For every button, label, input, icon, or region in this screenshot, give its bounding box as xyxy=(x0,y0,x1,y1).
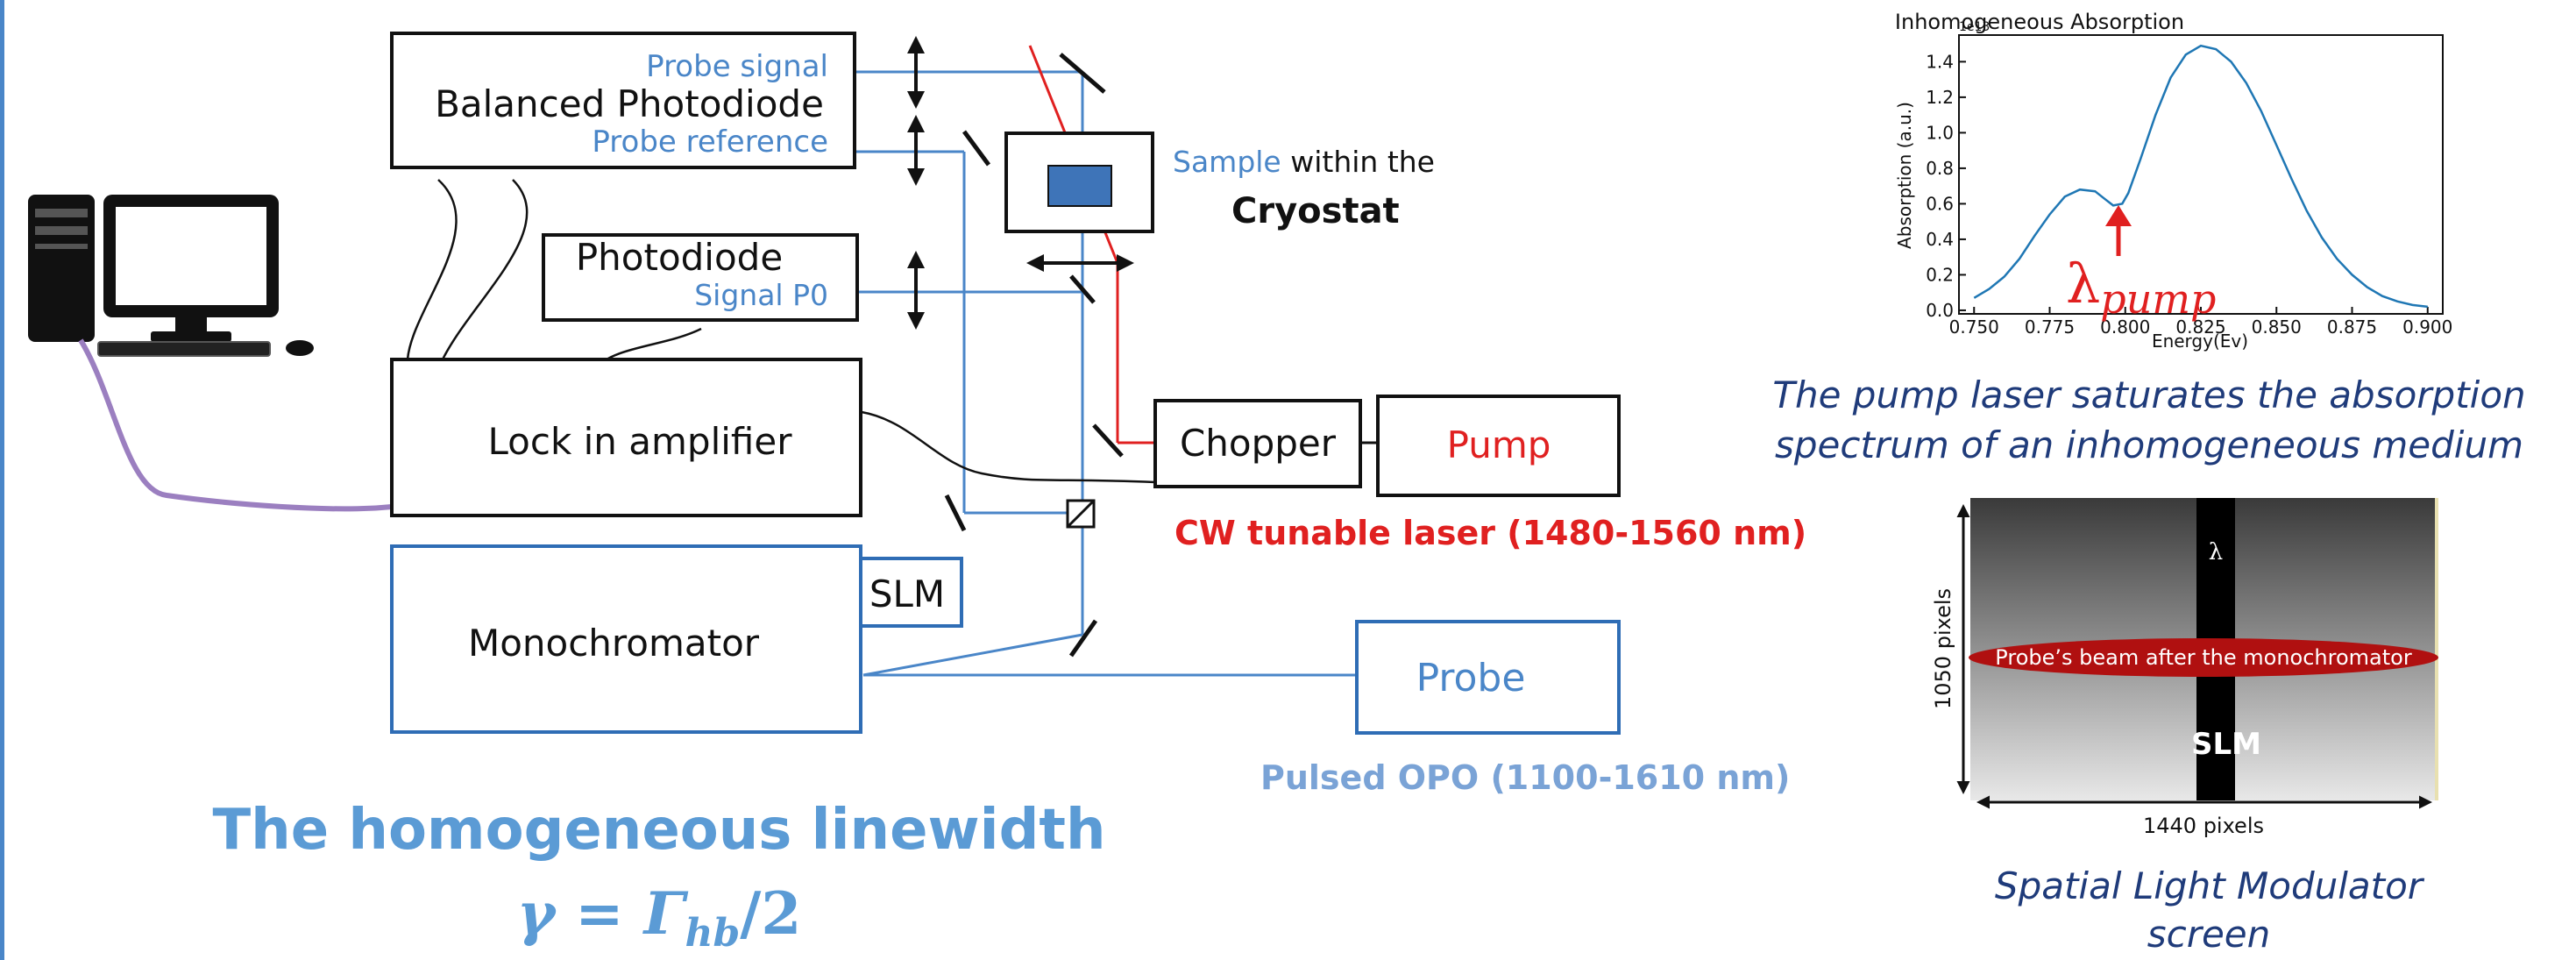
chart-plot-frame xyxy=(1958,34,2444,315)
lockin-amplifier-label: Lock in amplifier xyxy=(488,420,793,463)
absorption-curve-line xyxy=(1973,44,2428,309)
pump-label: Pump xyxy=(1447,423,1551,466)
slm-box: SLM xyxy=(859,557,963,628)
signal-p0-label: Signal P0 xyxy=(694,278,828,312)
chart-x-label: Energy(Ev) xyxy=(2152,331,2248,352)
chopper-box: Chopper xyxy=(1153,399,1362,488)
y-tick-label: 1.0 xyxy=(1926,122,1954,143)
computer-cable xyxy=(78,338,393,512)
y-tick-label: 1.2 xyxy=(1926,87,1954,108)
lockin-amplifier-box: Lock in amplifier xyxy=(390,358,862,517)
probe-reference-label: Probe reference xyxy=(592,124,828,160)
chart-scale-label: 1e13 xyxy=(1959,20,1990,34)
y-tick-label: 1.4 xyxy=(1926,51,1954,72)
cryostat-label: Cryostat xyxy=(1231,191,1400,231)
y-tick-label: 0.8 xyxy=(1926,158,1954,179)
chopper-label: Chopper xyxy=(1180,422,1337,465)
beamsplitter-cube xyxy=(1066,499,1096,529)
balanced-photodiode-label: Balanced Photodiode xyxy=(435,82,824,125)
x-tick-label: 0.850 xyxy=(2252,316,2302,338)
pump-beam-path xyxy=(1028,45,1155,444)
cw-laser-caption: CW tunable laser (1480-1560 nm) xyxy=(1174,514,1806,552)
computer-icon xyxy=(28,195,314,357)
absorption-caption-line2: spectrum of an inhomogeneous medium xyxy=(1775,423,2523,466)
x-tick-label: 0.800 xyxy=(2100,316,2150,338)
chart-x-ticks: 0.750 0.775 0.800 0.825 0.850 0.875 0.900 xyxy=(1949,307,2452,338)
linewidth-title: The homogeneous linewidth xyxy=(212,798,1105,863)
probe-beam-ellipse xyxy=(1969,638,2438,677)
y-tick-label: 0.6 xyxy=(1926,193,1954,214)
pump-box: Pump xyxy=(1376,395,1621,497)
slm-screen-panel: λ Probe’s beam after the monochromator S… xyxy=(1931,498,2438,838)
translation-arrows xyxy=(907,36,1134,330)
y-tick-label: 0.0 xyxy=(1926,300,1954,321)
left-edge-stripe xyxy=(0,0,4,960)
slm-caption-line1: Spatial Light Modulator xyxy=(1995,864,2425,907)
absorption-chart: Inhomogeneous Absorption 1e13 0.00.20.40… xyxy=(1894,10,2452,352)
lambda-pump-label: λpump xyxy=(2066,252,2216,323)
pulsed-opo-caption: Pulsed OPO (1100-1610 nm) xyxy=(1260,758,1790,797)
photodiode-box: Photodiode Signal P0 xyxy=(542,233,859,322)
sample-label: Sample within the xyxy=(1173,145,1435,179)
probe-signal-label: Probe signal xyxy=(646,49,828,84)
x-tick-label: 0.750 xyxy=(1949,316,1999,338)
slm-lambda-label: λ xyxy=(2209,539,2223,565)
probe-box: Probe xyxy=(1355,620,1621,735)
slm-box-label: SLM xyxy=(869,572,945,615)
x-tick-label: 0.775 xyxy=(2025,316,2075,338)
balanced-photodiode-box: Probe signal Balanced Photodiode Probe r… xyxy=(390,32,856,169)
monochromator-box: Monochromator xyxy=(390,544,862,734)
linewidth-formula: γ = Γhb/2 xyxy=(517,879,802,956)
slm-height-label: 1050 pixels xyxy=(1931,588,1955,709)
mirrors xyxy=(944,53,1124,658)
y-tick-label: 0.4 xyxy=(1926,229,1954,250)
probe-label: Probe xyxy=(1416,656,1526,700)
photodiode-label: Photodiode xyxy=(576,236,783,279)
chart-y-label: Absorption (a.u.) xyxy=(1894,102,1915,249)
monochromator-label: Monochromator xyxy=(468,622,760,665)
chart-y-ticks: 0.0 0.2 0.4 0.6 0.8 1.0 1.2 1.4 xyxy=(1926,51,1966,321)
slm-width-label: 1440 pixels xyxy=(2143,814,2264,838)
pump-marker: λpump xyxy=(2066,205,2216,323)
cryostat: Sample within the Cryostat xyxy=(1004,132,1435,233)
y-tick-label: 0.2 xyxy=(1926,264,1954,285)
probe-beam-label: Probe’s beam after the monochromator xyxy=(1995,645,2412,670)
x-tick-label: 0.900 xyxy=(2402,316,2452,338)
x-tick-label: 0.875 xyxy=(2327,316,2377,338)
slm-caption-line2: screen xyxy=(2147,913,2271,956)
absorption-caption-line1: The pump laser saturates the absorption xyxy=(1772,373,2525,416)
slm-screen-label: SLM xyxy=(2191,727,2261,762)
x-tick-label: 0.825 xyxy=(2175,316,2225,338)
chart-title: Inhomogeneous Absorption xyxy=(1895,10,2184,34)
